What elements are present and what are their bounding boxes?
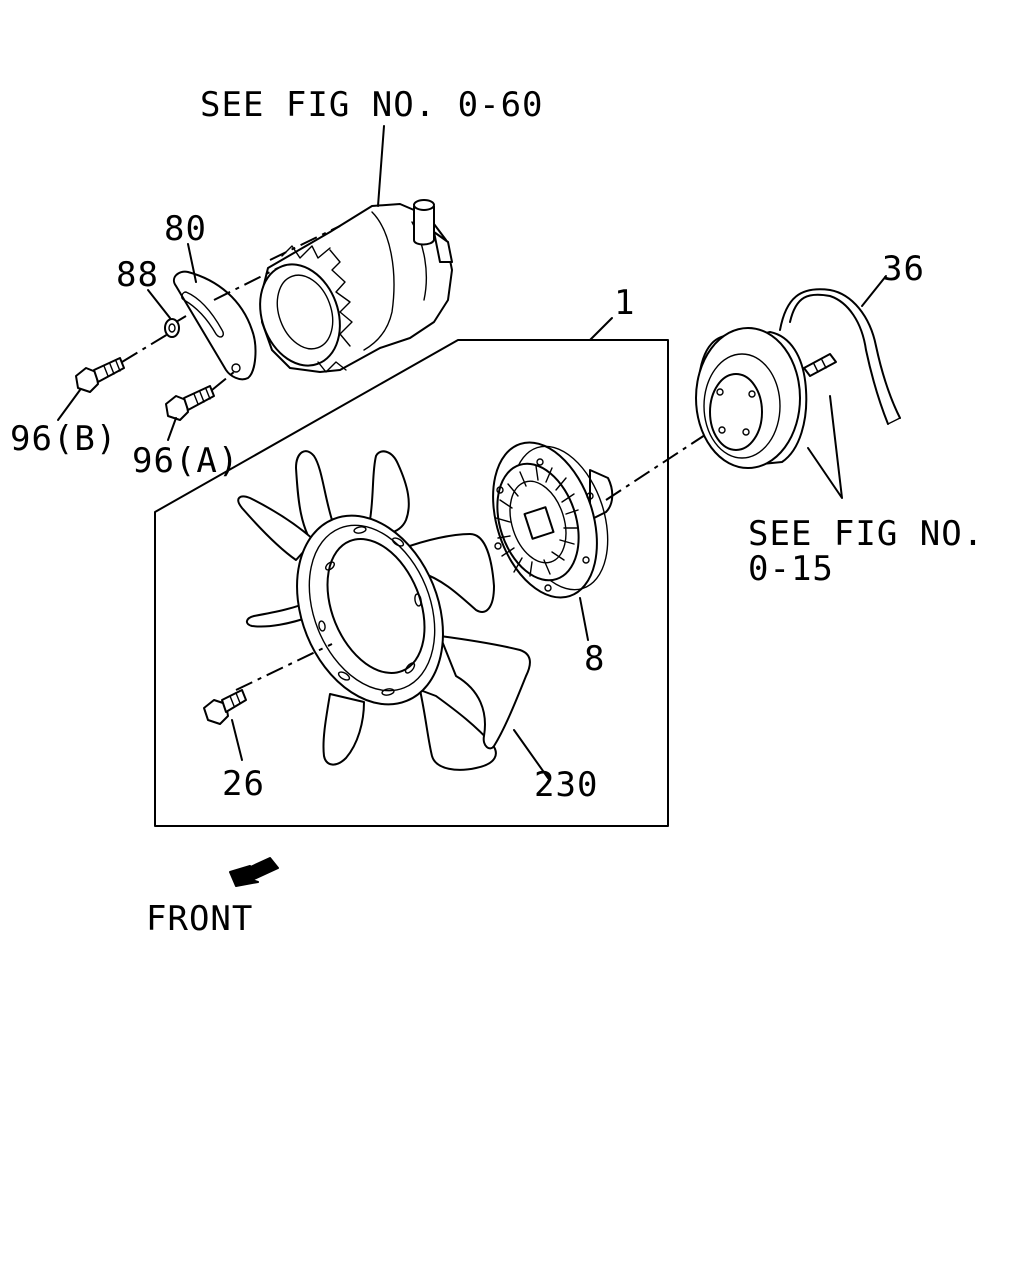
alternator: [247, 200, 452, 377]
bolt-96a: [166, 386, 214, 420]
callout-26: 26: [222, 764, 265, 804]
leader-pump-ref: [808, 396, 842, 498]
leader-96b: [58, 390, 80, 420]
callout-8: 8: [584, 639, 605, 679]
centerline-washer: [176, 316, 186, 322]
leader-96a: [168, 418, 176, 440]
callout-36: 36: [882, 249, 925, 289]
callout-96a: 96(A): [132, 441, 239, 481]
front-arrow-icon: [230, 858, 278, 886]
water-pump-pulley: [696, 328, 836, 468]
callout-96b: 96(B): [10, 419, 117, 459]
ref-water-pump-text-1: SEE FIG NO.: [748, 514, 984, 554]
callout-80: 80: [164, 209, 207, 249]
leader-26: [232, 720, 242, 760]
bolt-26: [204, 690, 246, 724]
fan-blade: [238, 451, 530, 770]
front-label: FRONT: [146, 899, 253, 939]
leader-alternator: [378, 126, 384, 206]
adjust-plate: [174, 272, 256, 380]
callout-1: 1: [614, 283, 635, 323]
ref-water-pump-text-2: 0-15: [748, 549, 834, 589]
leader-1: [590, 318, 612, 340]
leader-8: [580, 598, 588, 640]
bolt-96b: [76, 358, 124, 392]
callout-230: 230: [534, 765, 598, 805]
centerline-bolt-b: [122, 334, 168, 362]
callout-88: 88: [116, 255, 159, 295]
fan-clutch: [475, 429, 625, 611]
centerline-bolt-a: [212, 372, 234, 390]
ref-alternator-text: SEE FIG NO. 0-60: [200, 85, 544, 125]
